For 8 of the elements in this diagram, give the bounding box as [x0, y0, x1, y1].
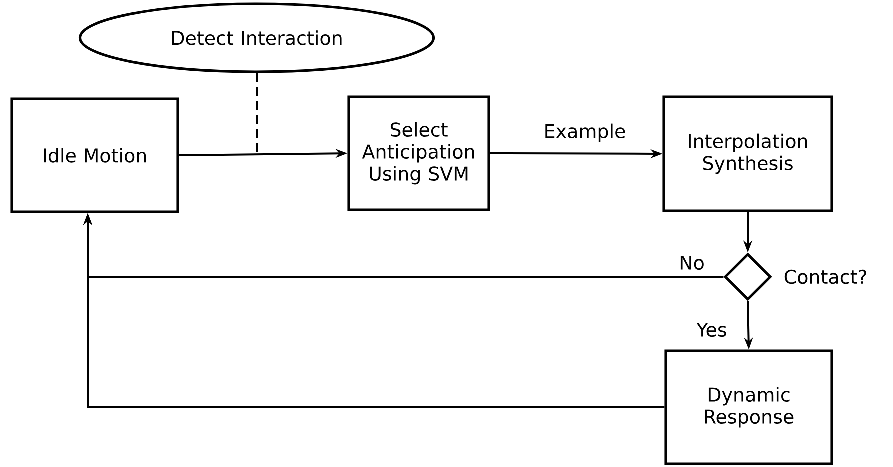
edge-label: Yes — [696, 322, 728, 338]
edge-label: No — [678, 254, 706, 272]
process-box: Idle Motion — [10, 98, 180, 214]
process-box: Select Anticipation Using SVM — [348, 96, 490, 212]
process-box: Interpolation Synthesis — [662, 96, 834, 212]
node-caption: Contact? — [784, 270, 867, 284]
edge-label: Example — [542, 122, 628, 144]
process-box: Dynamic Response — [664, 350, 834, 466]
